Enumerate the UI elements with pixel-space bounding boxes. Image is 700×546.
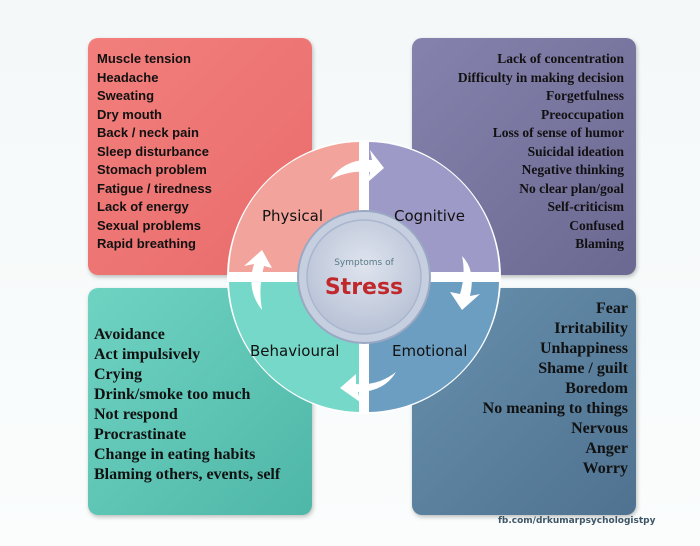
symptom-item: Preoccupation — [541, 106, 624, 122]
symptom-item: Lack of energy — [97, 199, 189, 214]
symptom-item: Back / neck pain — [97, 125, 199, 140]
symptom-item: Worry — [582, 460, 628, 477]
cycle-arrows — [244, 150, 480, 402]
symptom-item: Sexual problems — [97, 217, 202, 233]
physical-label: Physical — [262, 207, 324, 225]
symptom-item: Self-criticism — [547, 199, 624, 214]
symptom-item: Sweating — [97, 88, 155, 103]
cognitive-label: Cognitive — [394, 207, 466, 225]
symptom-item: Muscle tension — [97, 51, 191, 66]
symptom-item: Drink/smoke too much — [94, 386, 251, 403]
behavioural-label: Behavioural — [250, 342, 340, 360]
symptom-item: Confused — [569, 217, 624, 233]
symptom-item: Negative thinking — [521, 162, 624, 177]
symptom-item: Irritability — [554, 320, 628, 337]
symptom-item: Fear — [596, 300, 628, 317]
symptom-item: Forgetfulness — [546, 88, 624, 103]
symptom-item: No clear plan/goal — [519, 180, 624, 196]
symptom-item: Stomach problem — [97, 162, 207, 177]
symptom-item: Rapid breathing — [97, 236, 196, 251]
center-title: Stress — [324, 275, 404, 300]
symptom-item: Difficulty in making decision — [457, 69, 624, 85]
symptom-item: Avoidance — [94, 326, 165, 343]
symptom-item: Lack of concentration — [497, 51, 624, 66]
symptom-item: Act impulsively — [94, 346, 201, 363]
symptom-item: No meaning to things — [482, 400, 628, 417]
arrow-icon — [450, 256, 480, 310]
symptom-item: Shame / guilt — [538, 360, 628, 377]
symptom-item: Not respond — [94, 406, 178, 423]
symptom-item: Blaming — [575, 236, 624, 251]
arrow-icon — [340, 372, 396, 402]
symptom-item: Nervous — [571, 420, 628, 437]
symptom-item: Unhappiness — [539, 340, 628, 357]
arrow-icon — [330, 150, 384, 182]
symptom-item: Suicidal ideation — [527, 143, 624, 159]
symptom-item: Blaming others, events, self — [94, 466, 281, 483]
symptom-item: Boredom — [565, 380, 628, 397]
symptom-item: Procrastinate — [94, 426, 187, 443]
symptom-item: Change in eating habits — [94, 446, 256, 463]
symptom-item: Headache — [97, 69, 159, 85]
symptom-item: Dry mouth — [97, 106, 162, 122]
center-subtitle: Symptoms of — [334, 258, 394, 268]
symptom-item: Crying — [94, 366, 142, 383]
arrow-icon — [244, 250, 272, 310]
symptom-item: Sleep disturbance — [97, 143, 209, 159]
symptom-item: Loss of sense of humor — [492, 125, 624, 140]
emotional-label: Emotional — [392, 342, 468, 360]
symptom-item: Anger — [585, 440, 628, 457]
symptom-item: Fatigue / tiredness — [97, 180, 212, 196]
credit-text: fb.com/drkumarpsychologistpy — [498, 516, 656, 526]
